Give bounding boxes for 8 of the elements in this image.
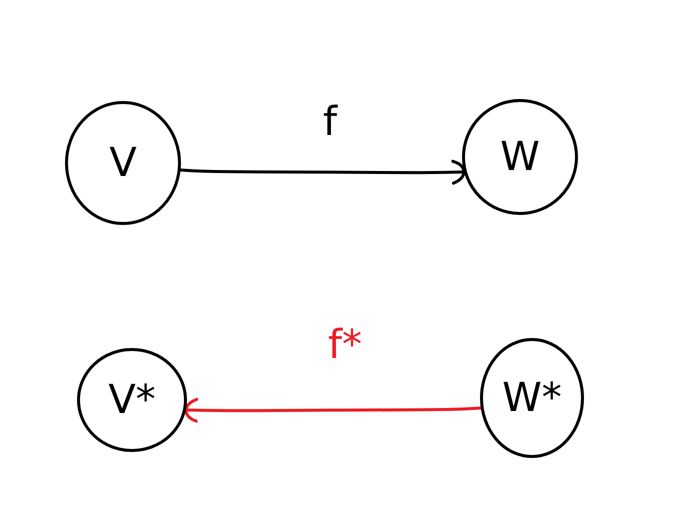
circle-node (480, 338, 584, 458)
circle-node (462, 99, 578, 215)
node-label: V (109, 143, 137, 183)
node-label: V* (108, 380, 156, 420)
node-label: W* (502, 378, 562, 418)
node-label: W (500, 137, 540, 177)
circle-node (77, 348, 187, 452)
circle-node (65, 101, 181, 225)
